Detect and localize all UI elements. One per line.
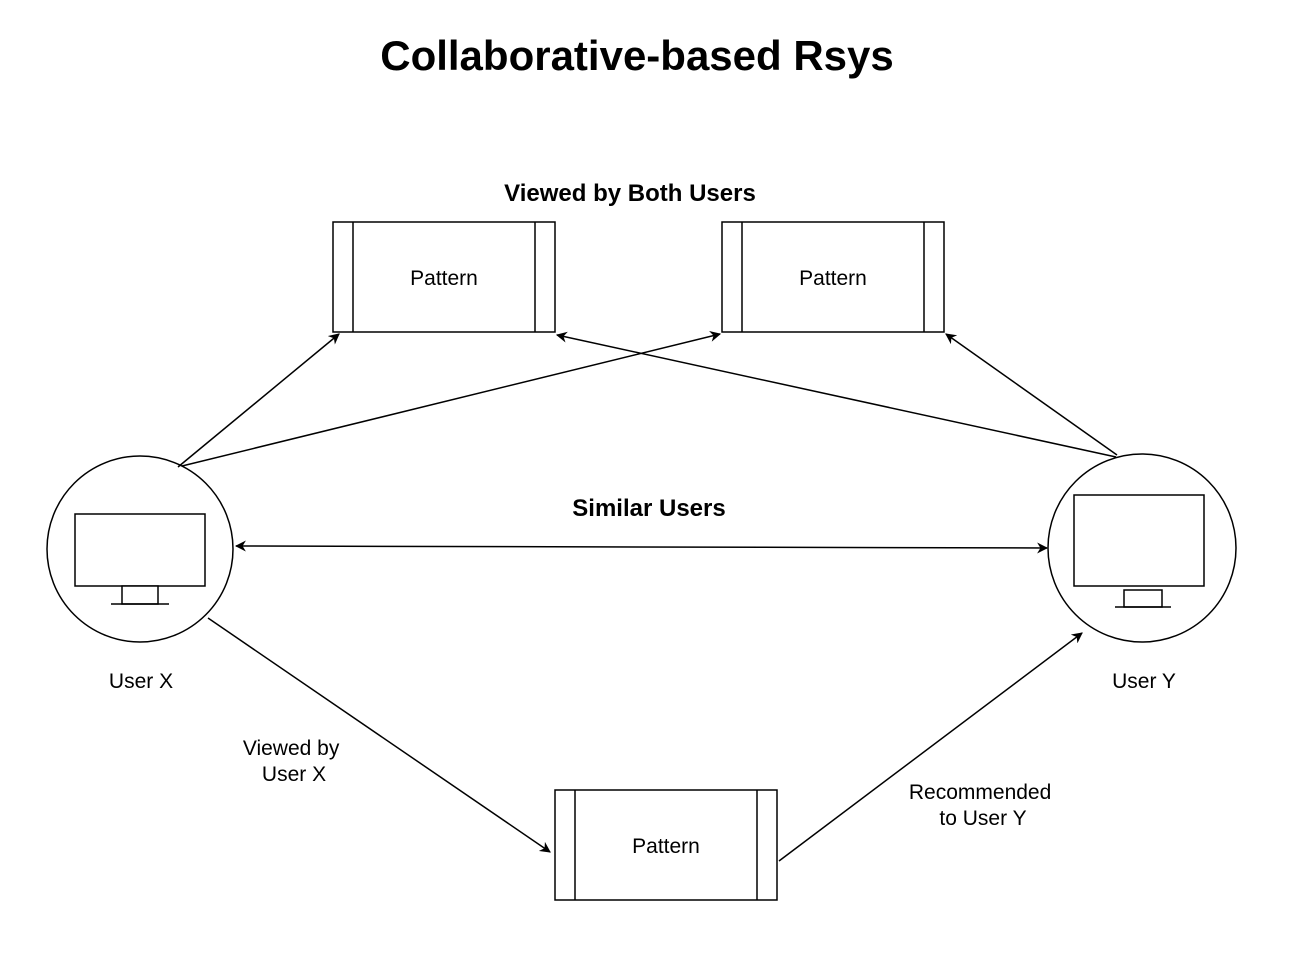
edge-userx-to-pattern-top-left xyxy=(177,333,340,468)
user-y-label: User Y xyxy=(1112,670,1176,693)
viewed-by-user-x-label: Viewed by User X xyxy=(243,737,345,786)
pattern-box-top-left: Pattern xyxy=(332,221,556,333)
recommended-to-user-y-label: Recommended to User Y xyxy=(909,781,1057,830)
edge-userx-to-pattern-top-right xyxy=(181,331,722,467)
diagram-title: Collaborative-based Rsys xyxy=(380,32,894,79)
pattern-box-bottom: Pattern xyxy=(554,789,778,901)
pattern-label: Pattern xyxy=(799,267,867,290)
user-x-label: User X xyxy=(109,670,173,693)
user-x-node xyxy=(46,455,234,643)
pattern-box-top-right: Pattern xyxy=(721,221,945,333)
edge-similar-users xyxy=(234,540,1049,554)
pattern-label: Pattern xyxy=(632,835,700,858)
edge-pattern-bottom-to-usery xyxy=(778,632,1083,862)
edge-usery-to-pattern-top-right xyxy=(945,333,1118,456)
monitor-icon xyxy=(1073,494,1205,608)
monitor-icon xyxy=(74,513,206,605)
user-y-node xyxy=(1047,453,1237,643)
pattern-label: Pattern xyxy=(410,267,478,290)
similar-users-heading: Similar Users xyxy=(572,495,725,522)
viewed-by-both-heading: Viewed by Both Users xyxy=(504,180,756,207)
edge-usery-to-pattern-top-left xyxy=(555,331,1117,458)
edge-userx-to-pattern-bottom xyxy=(207,617,551,853)
